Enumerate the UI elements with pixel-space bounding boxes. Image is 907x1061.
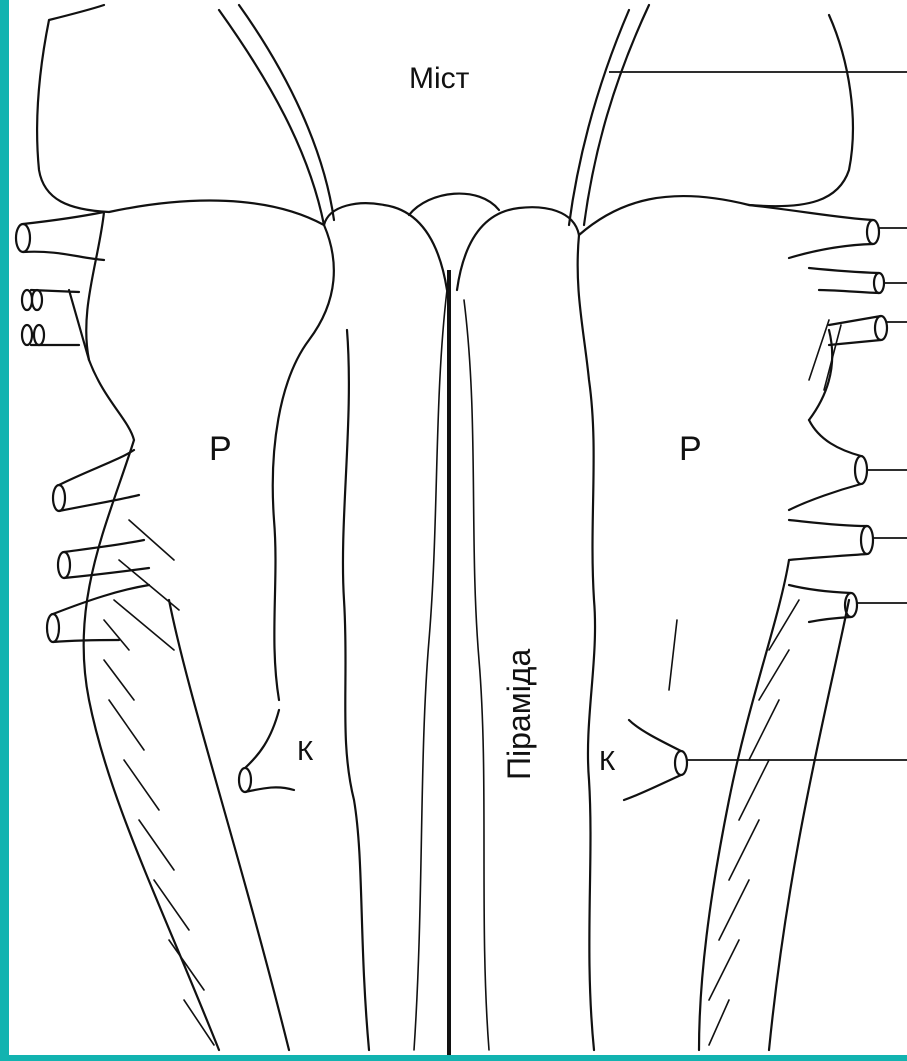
k-label-left: К [297,735,314,766]
diagram-canvas: Міст P P К К Піраміда [9,0,907,1055]
pons-label: Міст [409,62,470,95]
brainstem-diagram: Міст P P К К Піраміда [9,0,907,1055]
pons-bulge [409,194,499,215]
left-pyramid-inner [414,290,447,1050]
right-medulla-edge [699,330,849,1050]
pyramid-label: Піраміда [501,649,537,780]
left-medulla-edge [84,212,289,1050]
olive-label-left: P [209,430,232,468]
left-k-root [239,710,294,792]
left-peduncle [219,5,334,225]
right-dash-mark [669,620,677,690]
left-pyramid-outline [273,203,447,1050]
right-nerve-roots [624,205,887,800]
right-pyramid-inner [464,300,489,1050]
left-fiber-hatching [104,520,214,1045]
pons-outline [37,5,853,235]
right-fiber-hatching [709,320,841,1045]
leader-lines [609,72,907,760]
olive-label-right: P [679,430,702,468]
right-peduncle [569,5,649,225]
k-label-right: К [599,745,616,776]
